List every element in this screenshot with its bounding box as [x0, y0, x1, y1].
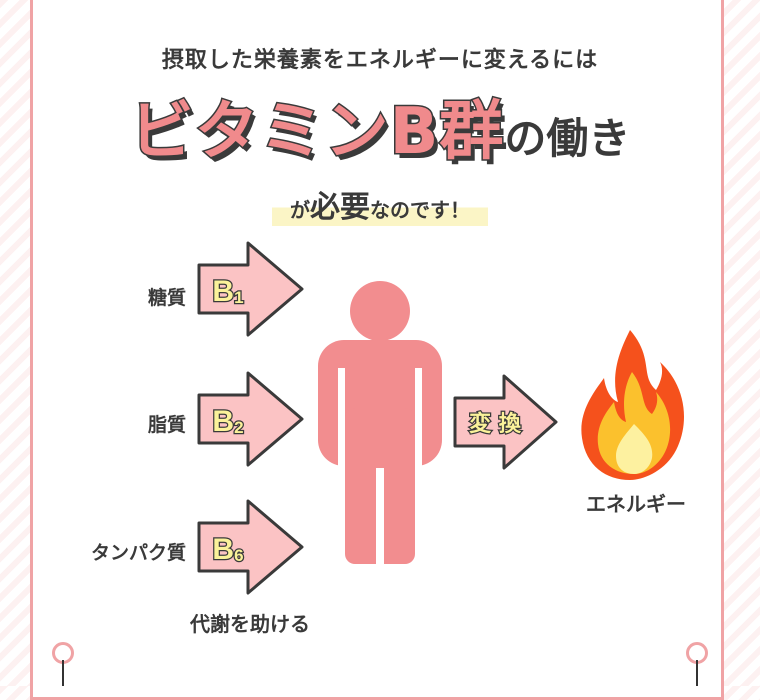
title-main: ビタミンB群 — [128, 94, 505, 171]
convert-label: 変 換 — [469, 411, 522, 437]
need-emphasis: 必要 — [310, 190, 370, 225]
vitamin-b2-label: B2 — [212, 405, 243, 438]
nutrient-label-protein: タンパク質 — [90, 542, 186, 564]
arrow-b6: B6 — [197, 499, 304, 595]
nutrient-label-fat: 脂質 — [147, 414, 186, 436]
fire-icon — [581, 330, 684, 480]
title-suffix: の働き — [504, 114, 631, 163]
vitamin-b6-label: B6 — [212, 533, 243, 566]
nutrient-label-carb: 糖質 — [147, 287, 186, 309]
human-figure-icon — [318, 281, 442, 568]
need-suffix: なのです！ — [370, 198, 470, 222]
energy-label: エネルギー — [586, 492, 686, 516]
metabolism-caption: 代謝を助ける — [190, 612, 310, 636]
need-line: が必要なのです！ — [0, 182, 760, 226]
page-title: ビタミンB群の働き — [0, 80, 760, 172]
string-right — [696, 660, 698, 686]
arrow-b2: B2 — [197, 371, 304, 467]
subtitle: 摂取した栄養素をエネルギーに変えるには — [161, 48, 599, 73]
string-left — [62, 660, 64, 686]
need-prefix: が — [290, 198, 310, 222]
arrow-b1: B1 — [197, 241, 304, 337]
convert-arrow: 変 換 — [453, 374, 558, 470]
vitamin-b1-label: B1 — [212, 275, 243, 308]
need-highlight: が必要なのです！ — [272, 182, 488, 226]
